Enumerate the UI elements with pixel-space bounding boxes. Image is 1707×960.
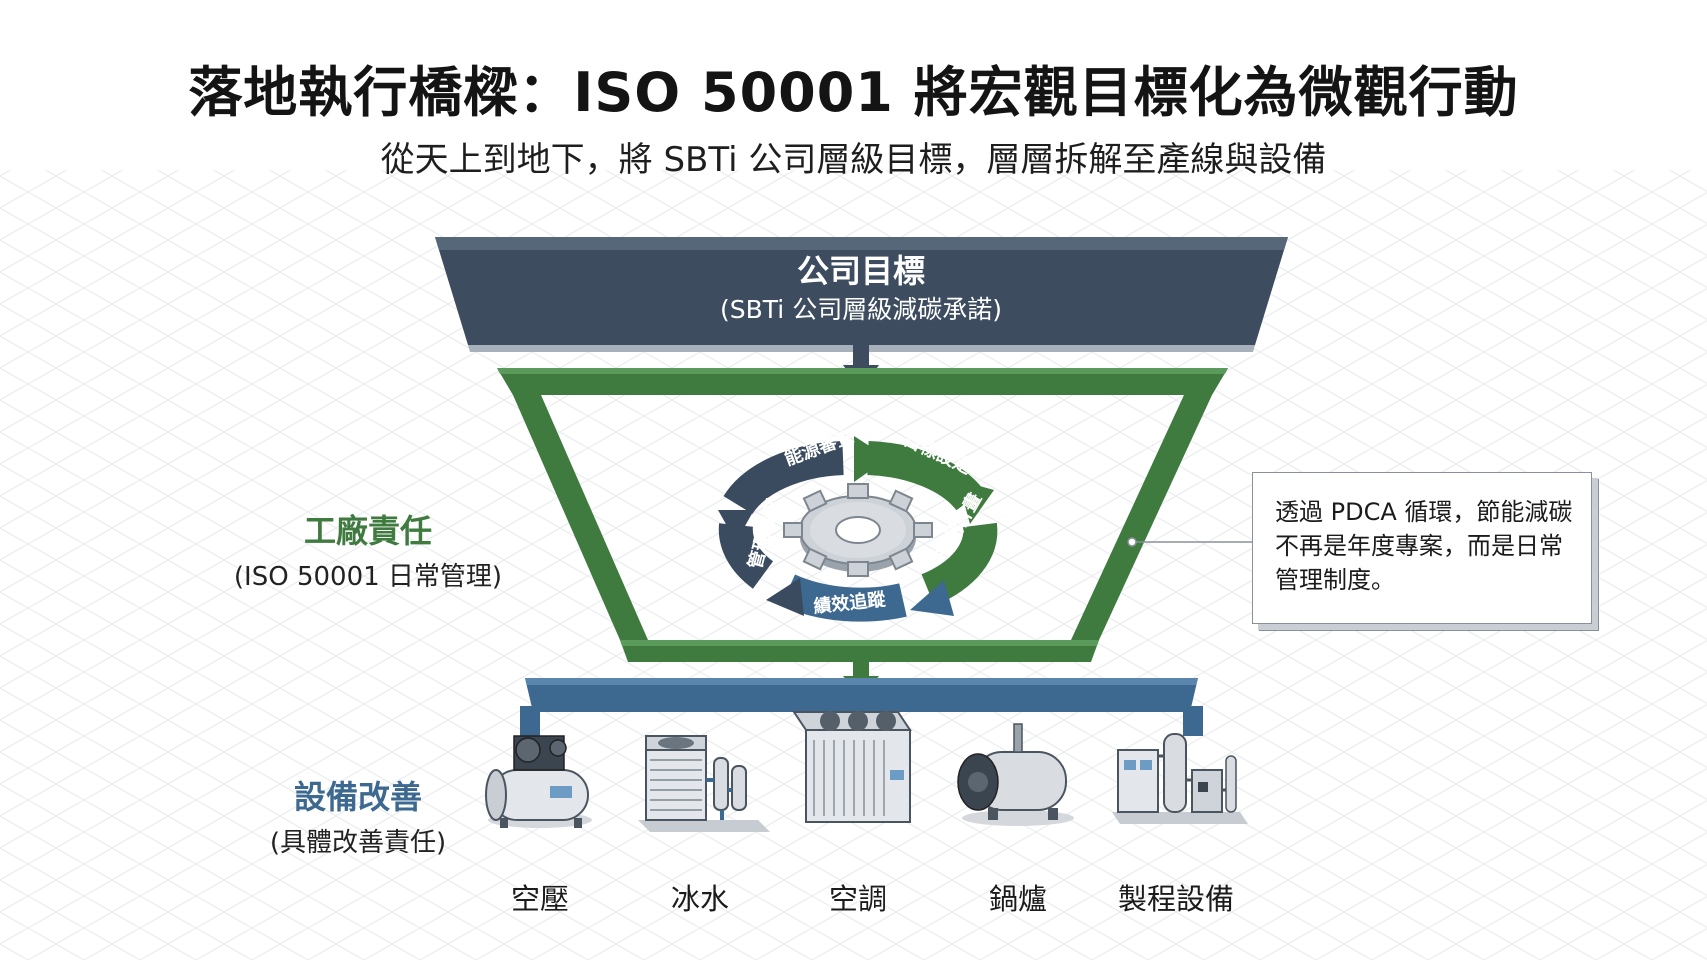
- chiller-icon: [638, 735, 770, 832]
- equipment-subtitle: (具體改善責任): [269, 828, 447, 858]
- gear-icon: [783, 483, 933, 577]
- equipment-bar: [520, 678, 1203, 736]
- factory-frame: [497, 368, 1228, 662]
- page-subtitle: 從天上到地下，將 SBTi 公司層級目標，層層拆解至產線與設備: [380, 140, 1327, 180]
- hvac-unit-icon: [792, 711, 912, 823]
- equipment-label-boiler: 鍋爐: [988, 882, 1047, 916]
- pdca-cycle: 能源審查 目標設定 行動計畫 績效追蹤 管理審查: [718, 425, 998, 622]
- company-goal-subtitle: (SBTi 公司層級減碳承諾): [720, 295, 1002, 324]
- equipment-label-chiller: 冰水: [670, 882, 729, 916]
- equipment-title: 設備改善: [293, 778, 422, 816]
- page-title: 落地執行橋樑：ISO 50001 將宏觀目標化為微觀行動: [188, 61, 1519, 124]
- pdca-segment-energy-review: [723, 441, 844, 515]
- equipment-label: 設備改善 (具體改善責任): [248, 772, 468, 859]
- company-goal-title: 公司目標: [797, 252, 925, 290]
- factory-label: 工廠責任 (ISO 50001 日常管理): [228, 506, 508, 593]
- air-compressor-icon: [485, 735, 592, 828]
- process-equipment-icon: [1112, 733, 1248, 824]
- boiler-icon: [957, 723, 1074, 826]
- equipment-label-hvac: 空調: [828, 882, 887, 916]
- equipment-label-process: 製程設備: [1117, 882, 1234, 916]
- note-connector: [1127, 537, 1252, 547]
- factory-title: 工廠責任: [303, 512, 432, 550]
- pdca-note: 透過 PDCA 循環，節能減碳不再是年度專案，而是日常管理制度。: [1252, 472, 1592, 624]
- factory-subtitle: (ISO 50001 日常管理): [233, 562, 503, 592]
- equipment-label-air-compressor: 空壓: [510, 882, 569, 916]
